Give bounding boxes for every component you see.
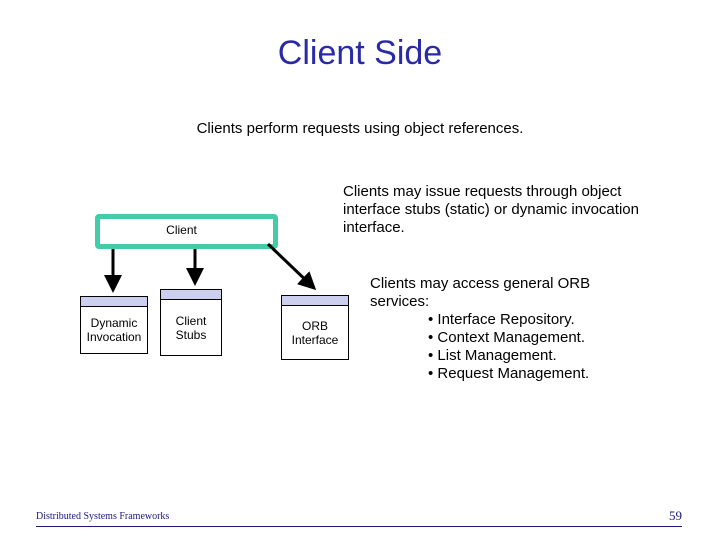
client-label: Client: [166, 223, 197, 237]
module-band: [161, 290, 221, 300]
slide-subtitle: Clients perform requests using object re…: [196, 120, 524, 137]
note-orb-item: • Context Management.: [428, 329, 586, 346]
slide-title: Client Side: [277, 34, 443, 72]
note-orb-item: • List Management.: [428, 347, 557, 364]
footer-title: Distributed Systems Frameworks: [36, 511, 170, 522]
note-orb-item: • Request Management.: [428, 365, 590, 382]
page-number: 59: [669, 508, 682, 523]
module-label: Dynamic Invocation: [86, 316, 142, 344]
module-label: ORB Interface: [291, 318, 339, 347]
module-orb-interface: ORB Interface: [281, 295, 349, 360]
module-label: Client Stubs: [175, 313, 207, 342]
client-box: [95, 214, 278, 249]
module-band: [282, 296, 348, 306]
note-orb-services: Clients may access general ORB services:…: [370, 275, 630, 383]
footer-divider: [36, 526, 682, 527]
module-band: [81, 297, 147, 307]
note-stubs: Clients may issue requests through objec…: [343, 183, 639, 236]
arrow-to-orb-interface: [266, 242, 317, 291]
module-client-stubs: Client Stubs: [160, 289, 222, 356]
note-orb-intro: Clients may access general ORB services:: [370, 275, 591, 310]
note-orb-item: • Interface Repository.: [428, 311, 575, 328]
module-dynamic-invocation: Dynamic Invocation: [80, 296, 148, 354]
